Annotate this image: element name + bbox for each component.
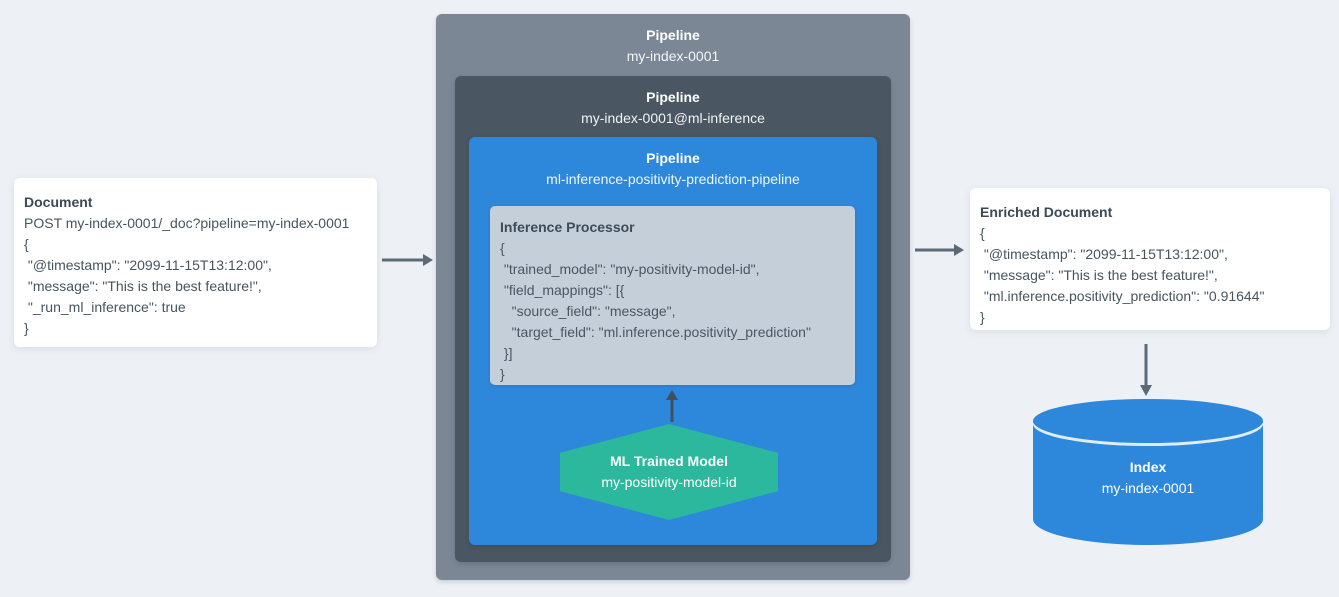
- index-title: Index: [1129, 459, 1167, 475]
- arrow-document-to-pipeline-icon: [382, 254, 433, 266]
- pipeline-ml-inference-header: Pipeline my-index-0001@ml-inference: [455, 76, 891, 129]
- ml-trained-model-name: my-positivity-model-id: [601, 474, 737, 490]
- inference-processor-box: Inference Processor { "trained_model": "…: [490, 206, 855, 385]
- index-cylinder-text: Index my-index-0001: [1033, 457, 1263, 499]
- inference-processor-title: Inference Processor: [500, 219, 635, 235]
- document-card-title: Document: [24, 194, 93, 210]
- enriched-document-title: Enriched Document: [980, 204, 1113, 220]
- ml-trained-model-title: ML Trained Model: [610, 453, 728, 469]
- enriched-document-card: Enriched Document { "@timestamp": "2099-…: [970, 188, 1330, 330]
- index-cylinder-top: [1033, 399, 1263, 443]
- index-cylinder: Index my-index-0001: [1033, 399, 1263, 545]
- arrow-model-to-processor-icon: [666, 390, 678, 422]
- document-card-code: POST my-index-0001/_doc?pipeline=my-inde…: [24, 215, 350, 336]
- arrow-enriched-to-index-icon: [1140, 344, 1152, 396]
- index-name: my-index-0001: [1101, 480, 1195, 496]
- pipeline-ml-inference-name: my-index-0001@ml-inference: [581, 110, 765, 126]
- pipeline-positivity-name: ml-inference-positivity-prediction-pipel…: [546, 171, 800, 187]
- inference-processor-code: { "trained_model": "my-positivity-model-…: [500, 240, 811, 382]
- pipeline-outer-name: my-index-0001: [626, 48, 720, 64]
- arrow-pipeline-to-enriched-icon: [915, 244, 964, 256]
- pipeline-positivity-label: Pipeline: [646, 150, 700, 166]
- pipeline-outer-header: Pipeline my-index-0001: [436, 14, 910, 67]
- document-card: Document POST my-index-0001/_doc?pipelin…: [14, 178, 377, 347]
- pipeline-positivity-header: Pipeline ml-inference-positivity-predict…: [469, 137, 877, 190]
- pipeline-outer-label: Pipeline: [646, 27, 700, 43]
- pipeline-ml-inference-label: Pipeline: [646, 89, 700, 105]
- enriched-document-code: { "@timestamp": "2099-11-15T13:12:00", "…: [980, 225, 1265, 325]
